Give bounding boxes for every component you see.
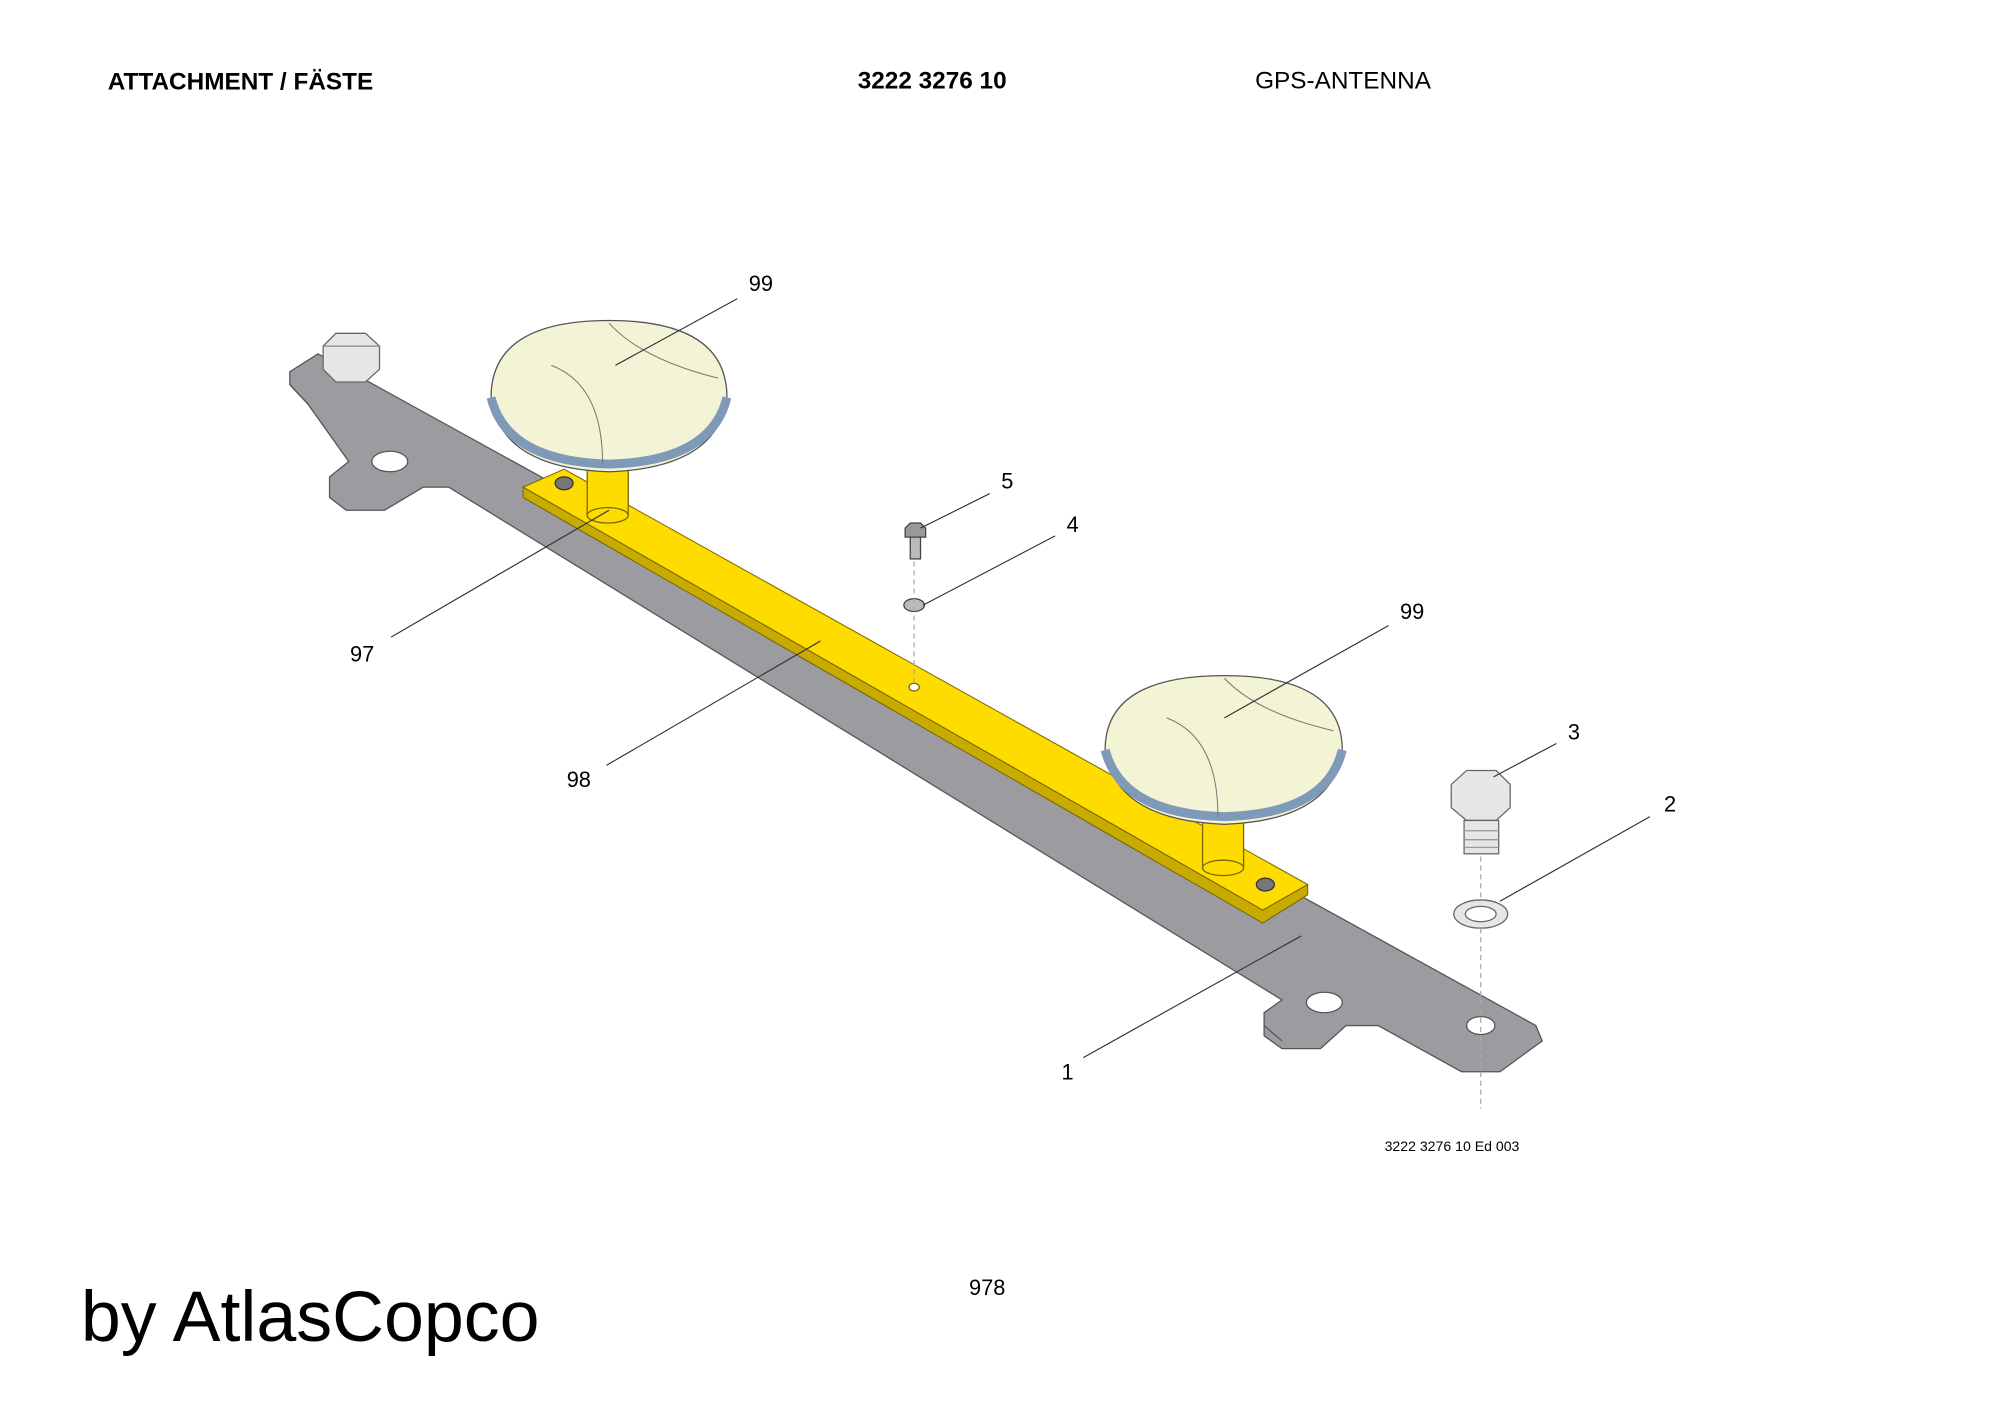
- drawing-code: 3222 3276 10 Ed 003: [1385, 1138, 1520, 1154]
- page-number: 978: [969, 1275, 1005, 1300]
- callout-2: 2: [1664, 791, 1676, 816]
- part-description: GPS-ANTENNA: [1255, 67, 1432, 94]
- screw-icon: [904, 522, 927, 560]
- yellow-bracket: [521, 468, 1309, 924]
- drawing-title: ATTACHMENT / FÄSTE: [108, 69, 374, 96]
- washer-icon: [1453, 899, 1509, 929]
- gps-antenna-left: [486, 319, 732, 524]
- callout-5: 5: [1001, 468, 1013, 493]
- callout-4: 4: [1067, 512, 1079, 537]
- callout-97: 97: [350, 641, 374, 666]
- leader-lines: [390, 298, 1651, 1059]
- callout-99-right: 99: [1400, 599, 1424, 624]
- callout-1: 1: [1062, 1059, 1074, 1084]
- gps-antenna-right: [1100, 674, 1347, 877]
- callout-99-left: 99: [749, 271, 773, 296]
- watermark: by AtlasCopco: [81, 1277, 540, 1357]
- callout-3: 3: [1568, 720, 1580, 745]
- callout-98: 98: [567, 767, 591, 792]
- bolt-icon: [1450, 769, 1511, 855]
- hex-bolt-icon: [322, 332, 381, 383]
- part-number: 3222 3276 10: [858, 67, 1007, 94]
